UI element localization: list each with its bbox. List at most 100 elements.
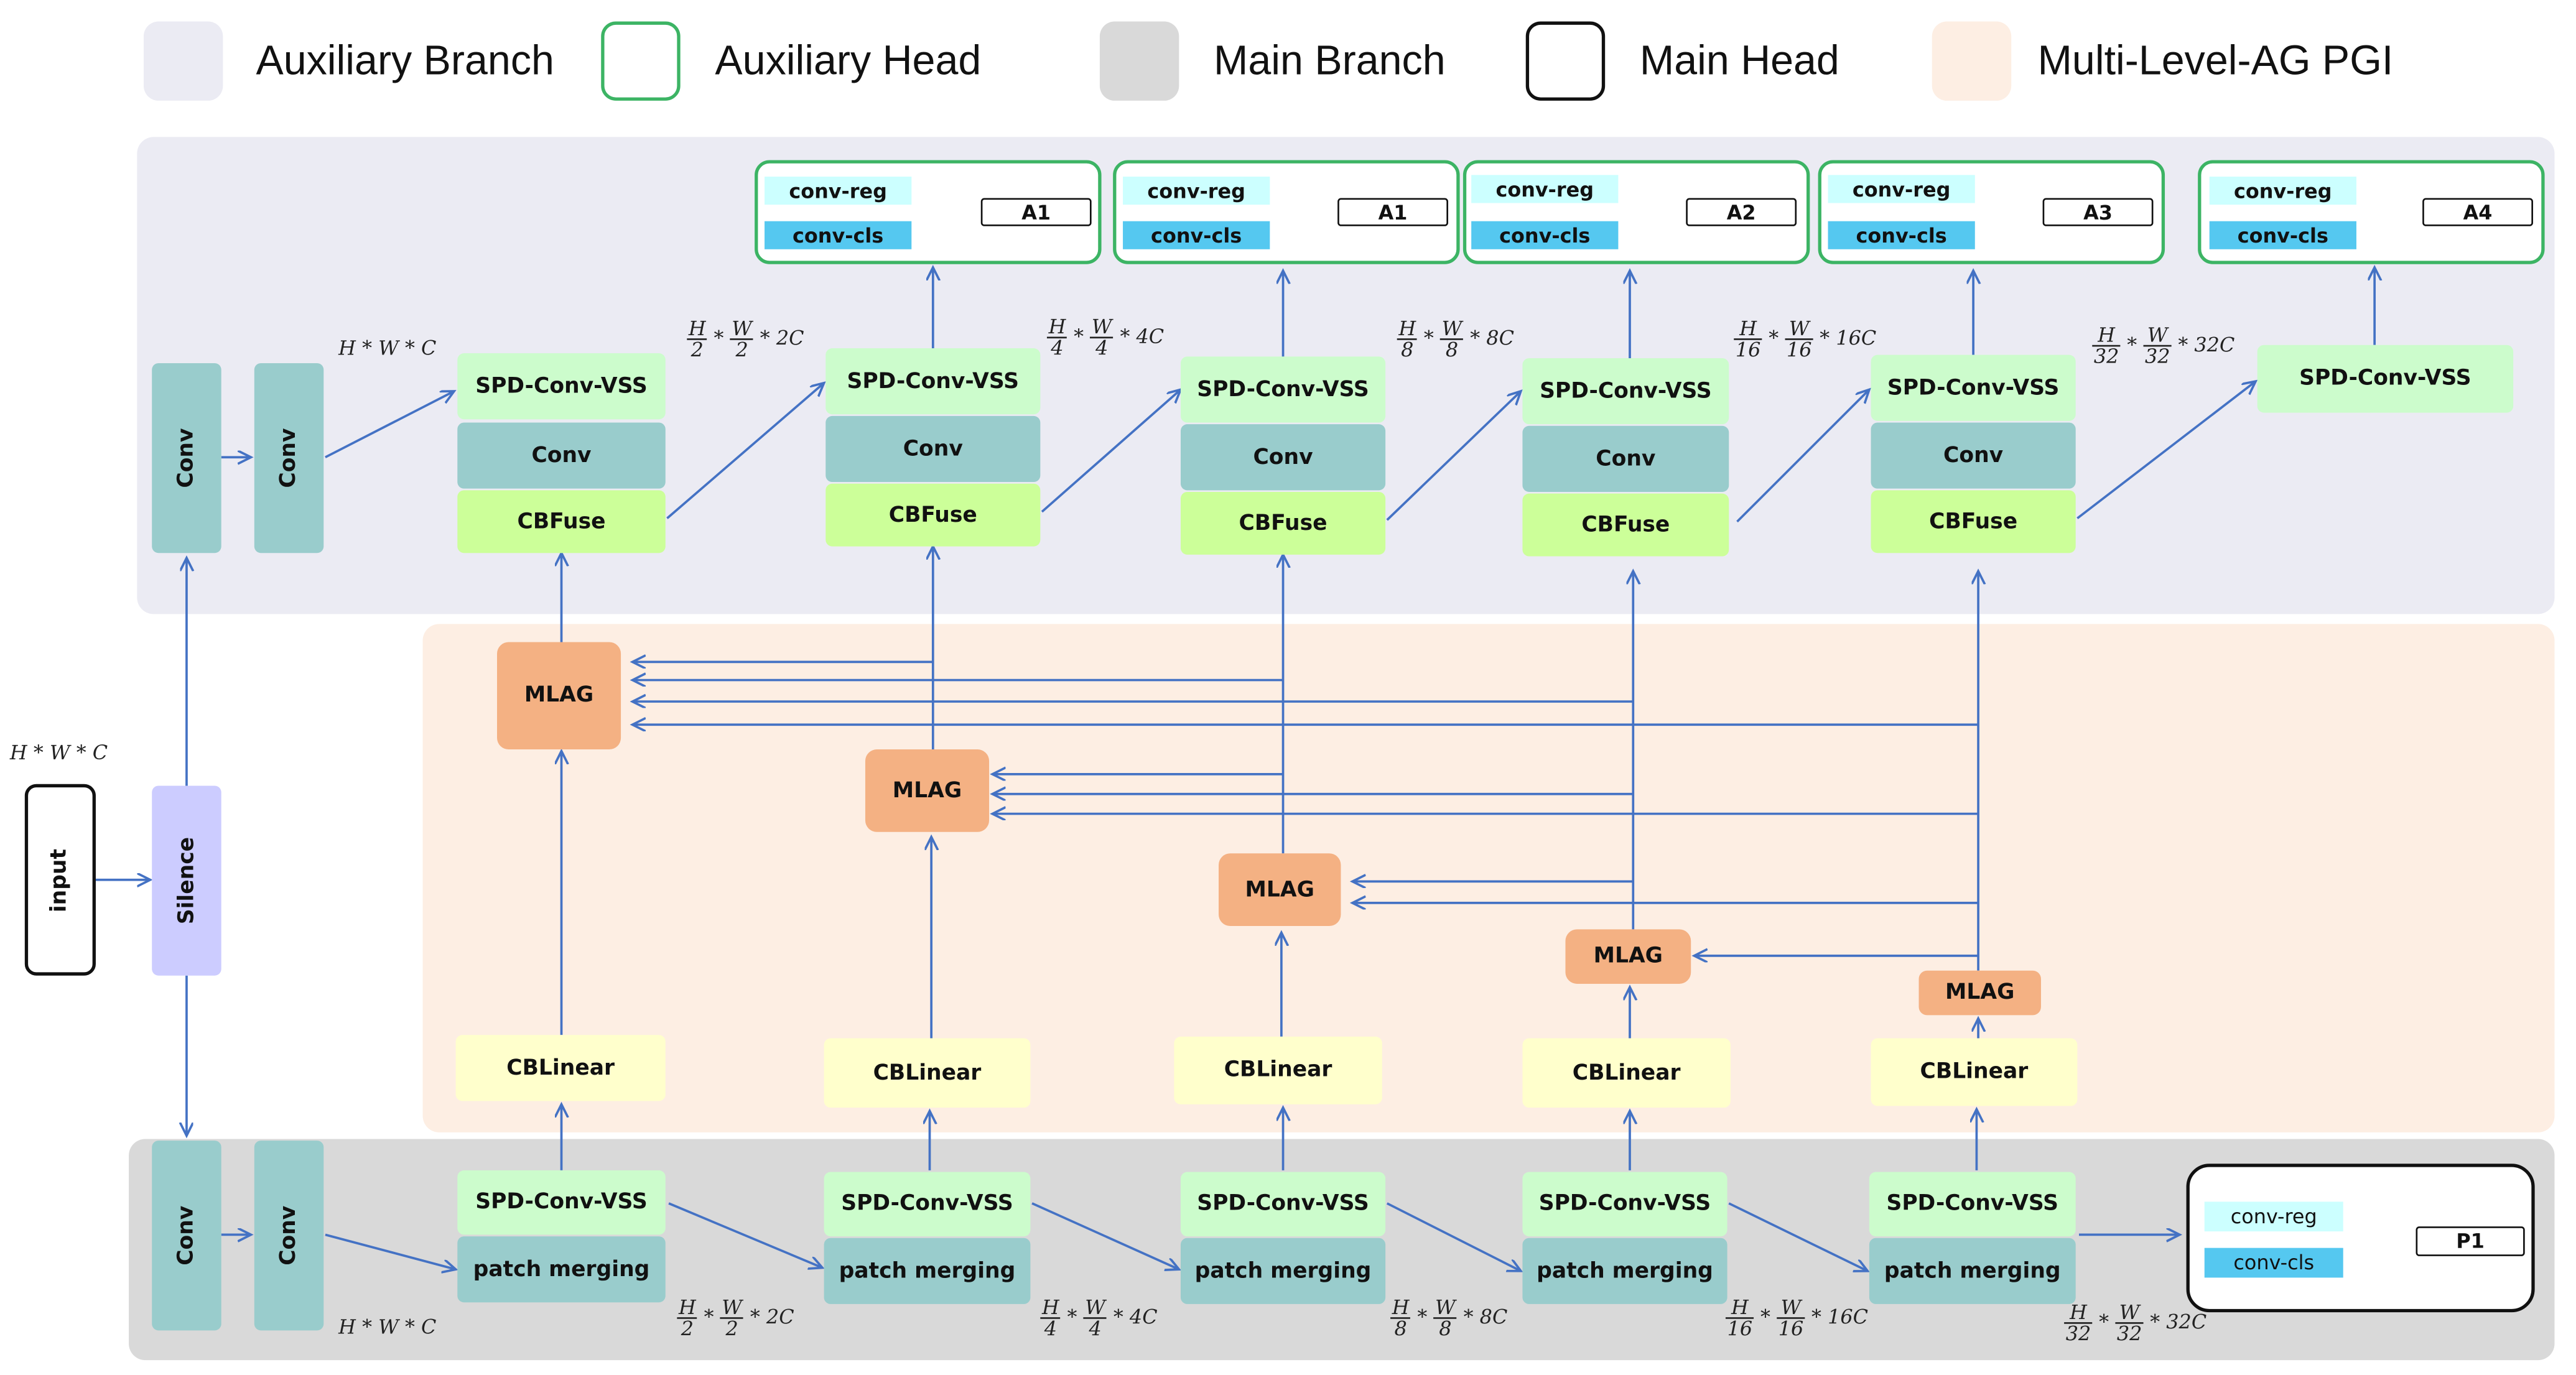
input-box: input <box>24 784 96 976</box>
main-head-output: P1 <box>2416 1226 2525 1256</box>
legend-label-auxiliary-branch: Auxiliary Branch <box>256 38 554 85</box>
aux-head-3-conv-cls: conv-cls <box>1471 221 1619 249</box>
legend-label-auxiliary-head: Auxiliary Head <box>715 38 982 85</box>
aux-head-1-conv-reg: conv-reg <box>765 177 912 205</box>
cblinear-3: CBLinear <box>1174 1036 1382 1104</box>
main-stage4-merge: patch merging <box>1522 1238 1727 1304</box>
arrow-main-stage1-stage2 <box>668 1202 822 1268</box>
legend-label-main-head: Main Head <box>1639 38 1839 85</box>
main-head-conv-cls: conv-cls <box>2204 1248 2343 1278</box>
aux-conv-2: Conv <box>254 363 324 553</box>
main-stage3-vss: SPD-Conv-VSS <box>1180 1172 1386 1237</box>
arrow-aux-stage1-stage2 <box>666 383 824 519</box>
legend-swatch-main-head <box>1525 21 1606 101</box>
aux-stage2-cbfuse: CBFuse <box>825 483 1041 547</box>
aux-conv-1-label: Conv <box>174 428 199 488</box>
cblinear-5: CBLinear <box>1871 1038 2078 1106</box>
main-conv-2-label: Conv <box>276 1205 302 1266</box>
aux-last-vss: SPD-Conv-VSS <box>2257 345 2514 413</box>
aux-stage3-cbfuse: CBFuse <box>1180 491 1386 555</box>
arrow-main-stage3-stage4 <box>1386 1202 1521 1271</box>
aux-head-4-output: A3 <box>2042 198 2154 226</box>
aux-head-3-conv-reg: conv-reg <box>1471 175 1619 203</box>
aux-head-4-conv-reg: conv-reg <box>1828 175 1975 203</box>
aux-stage1-vss: SPD-Conv-VSS <box>457 353 666 420</box>
aux-head-2-conv-reg: conv-reg <box>1123 177 1270 205</box>
main-conv-1-label: Conv <box>174 1205 199 1266</box>
aux-stem-dim: H * W * C <box>338 336 437 360</box>
aux-stage1-cbfuse: CBFuse <box>457 490 666 553</box>
main-stage1-merge: patch merging <box>457 1236 666 1303</box>
aux-head-5-conv-reg: conv-reg <box>2209 177 2356 205</box>
aux-head-5-output: A4 <box>2422 198 2534 226</box>
mlag-3: MLAG <box>1219 853 1341 927</box>
arrow-aux-stage5-last <box>2076 381 2256 519</box>
mlag-1: MLAG <box>497 642 621 750</box>
aux-head-1-output: A1 <box>980 198 1092 226</box>
legend-label-main-branch: Main Branch <box>1214 38 1446 85</box>
aux-stage4-cbfuse: CBFuse <box>1522 493 1729 557</box>
aux-stage2-vss: SPD-Conv-VSS <box>825 348 1041 415</box>
aux-conv-2-label: Conv <box>276 428 302 488</box>
mlag-5: MLAG <box>1918 970 2041 1016</box>
main-stage2-merge: patch merging <box>824 1238 1031 1304</box>
legend-swatch-auxiliary-branch <box>143 21 223 101</box>
legend-label-pgi: Multi-Level-AG PGI <box>2037 38 2394 85</box>
aux-stage1-conv: Conv <box>457 422 666 489</box>
aux-stage5-cbfuse: CBFuse <box>1871 490 2076 553</box>
main-stage4-vss: SPD-Conv-VSS <box>1522 1172 1727 1237</box>
legend-swatch-auxiliary-head <box>601 21 681 101</box>
cblinear-1: CBLinear <box>455 1035 666 1101</box>
arrow-main-stage2-stage3 <box>1031 1202 1179 1269</box>
main-conv-1: Conv <box>152 1141 221 1331</box>
main-head-conv-reg: conv-reg <box>2204 1201 2343 1232</box>
arrow-main-stage4-stage5 <box>1728 1202 1867 1271</box>
main-stage2-vss: SPD-Conv-VSS <box>824 1172 1031 1237</box>
input-label: input <box>47 848 73 912</box>
mlag-4: MLAG <box>1565 929 1691 984</box>
aux-stage4-conv: Conv <box>1522 425 1729 492</box>
arrow-aux-stage4-stage5 <box>1736 389 1869 523</box>
mlag-2: MLAG <box>865 749 990 832</box>
aux-head-1-conv-cls: conv-cls <box>765 221 912 249</box>
main-stem-dim: H * W * C <box>338 1315 437 1339</box>
cblinear-2: CBLinear <box>824 1038 1031 1108</box>
legend-swatch-pgi <box>1932 21 2012 101</box>
input-dim: H * W * C <box>9 741 108 764</box>
arrow-aux-stage2-stage3 <box>1041 389 1181 513</box>
aux-stage5-conv: Conv <box>1871 422 2076 489</box>
pgi-region <box>422 624 2555 1132</box>
main-conv-2: Conv <box>254 1141 324 1331</box>
legend-swatch-main-branch <box>1099 21 1179 101</box>
cblinear-4: CBLinear <box>1522 1038 1731 1108</box>
aux-head-4-conv-cls: conv-cls <box>1828 221 1975 249</box>
main-stage3-merge: patch merging <box>1180 1238 1386 1304</box>
aux-stage3-vss: SPD-Conv-VSS <box>1180 356 1386 423</box>
aux-stage5-vss: SPD-Conv-VSS <box>1871 354 2076 421</box>
aux-head-2-output: A1 <box>1337 198 1448 226</box>
aux-stage4-vss: SPD-Conv-VSS <box>1522 358 1729 425</box>
main-stage5-merge: patch merging <box>1869 1238 2076 1304</box>
silence-block: Silence <box>152 785 221 976</box>
main-stage1-vss: SPD-Conv-VSS <box>457 1170 666 1235</box>
main-stage5-vss: SPD-Conv-VSS <box>1869 1172 2076 1237</box>
aux-stage2-conv: Conv <box>825 415 1041 483</box>
aux-stage3-conv: Conv <box>1180 424 1386 491</box>
aux-conv-1: Conv <box>152 363 221 553</box>
arrow-main-stem-stage1 <box>325 1233 456 1269</box>
arrow-aux-stem-stage1 <box>325 391 454 458</box>
aux-head-2-conv-cls: conv-cls <box>1123 221 1270 249</box>
aux-head-3-output: A2 <box>1686 198 1797 226</box>
